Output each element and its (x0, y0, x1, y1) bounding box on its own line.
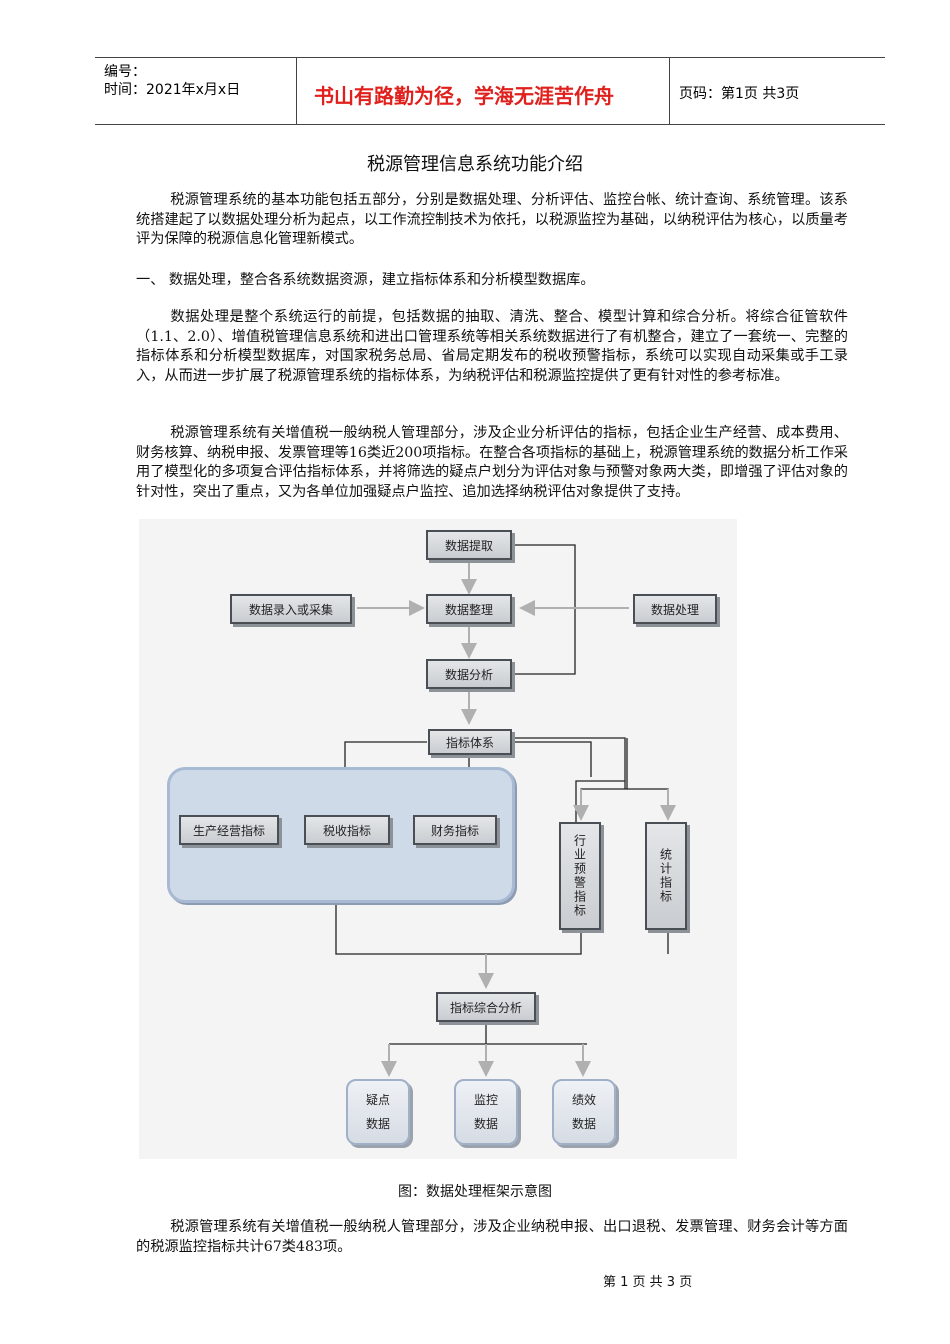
performance-data-line1: 绩效 (571, 1093, 596, 1107)
monitor-data-line2: 数据 (473, 1117, 498, 1131)
data-processing-diagram: 数据提取 数据录入或采集 数据整理 数据处理 数据分析 指标体系 生产经营指标 … (139, 519, 737, 1159)
section-heading-1: 一、 数据处理，整合各系统数据资源，建立指标体系和分析模型数据库。 (136, 272, 595, 288)
data-analyze-box: 数据分析 (426, 659, 512, 689)
paragraph-monitoring-text: 税源管理系统有关增值税一般纳税人管理部分，涉及企业纳税申报、出口退税、发票管理、… (136, 1219, 848, 1255)
industry-warning-indicator-box: 行业预警指标 (559, 822, 601, 930)
data-organize-box: 数据整理 (426, 594, 512, 624)
suspect-data-line1: 疑点 (365, 1093, 390, 1107)
suspect-data-line2: 数据 (365, 1117, 390, 1131)
suspect-data-box: 疑点 数据 (346, 1079, 410, 1145)
paragraph-data-processing: 数据处理是整个系统运行的前提，包括数据的抽取、清洗、整合、模型计算和综合分析。将… (136, 308, 848, 386)
data-input-box: 数据录入或采集 (230, 594, 352, 624)
document-number-label: 编号： (104, 64, 146, 80)
header-motto: 书山有路勤为径，学海无涯苦作舟 (314, 84, 614, 108)
monitor-data-box: 监控 数据 (454, 1079, 518, 1145)
paragraph-indicators: 税源管理系统有关增值税一般纳税人管理部分，涉及企业分析评估的指标，包括企业生产经… (136, 424, 848, 502)
monitor-data-line1: 监控 (473, 1093, 498, 1107)
page-count-label: 页码：第1页 共3页 (679, 86, 800, 102)
performance-data-box: 绩效 数据 (552, 1079, 616, 1145)
figure-caption: 图：数据处理框架示意图 (398, 1184, 552, 1200)
document-time-label: 时间：2021年x月x日 (104, 82, 241, 98)
data-extract-box: 数据提取 (426, 530, 512, 560)
data-process-box: 数据处理 (633, 594, 717, 624)
page-footer: 第 1 页 共 3 页 (603, 1275, 693, 1290)
document-title: 税源管理信息系统功能介绍 (367, 154, 583, 175)
performance-data-line2: 数据 (571, 1117, 596, 1131)
paragraph-intro: 税源管理系统的基本功能包括五部分，分别是数据处理、分析评估、监控台帐、统计查询、… (136, 191, 848, 250)
composite-analysis-box: 指标综合分析 (436, 992, 536, 1022)
tax-indicator-box: 税收指标 (304, 815, 390, 845)
paragraph-intro-text: 税源管理系统的基本功能包括五部分，分别是数据处理、分析评估、监控台帐、统计查询、… (136, 192, 848, 247)
paragraph-indicators-text: 税源管理系统有关增值税一般纳税人管理部分，涉及企业分析评估的指标，包括企业生产经… (136, 425, 848, 500)
finance-indicator-box: 财务指标 (413, 815, 497, 845)
index-system-box: 指标体系 (428, 729, 512, 755)
paragraph-monitoring: 税源管理系统有关增值税一般纳税人管理部分，涉及企业纳税申报、出口退税、发票管理、… (136, 1218, 848, 1257)
paragraph-data-processing-text: 数据处理是整个系统运行的前提，包括数据的抽取、清洗、整合、模型计算和综合分析。将… (136, 309, 848, 384)
statistics-indicator-box: 统计指标 (645, 822, 687, 930)
production-indicator-box: 生产经营指标 (179, 815, 279, 845)
